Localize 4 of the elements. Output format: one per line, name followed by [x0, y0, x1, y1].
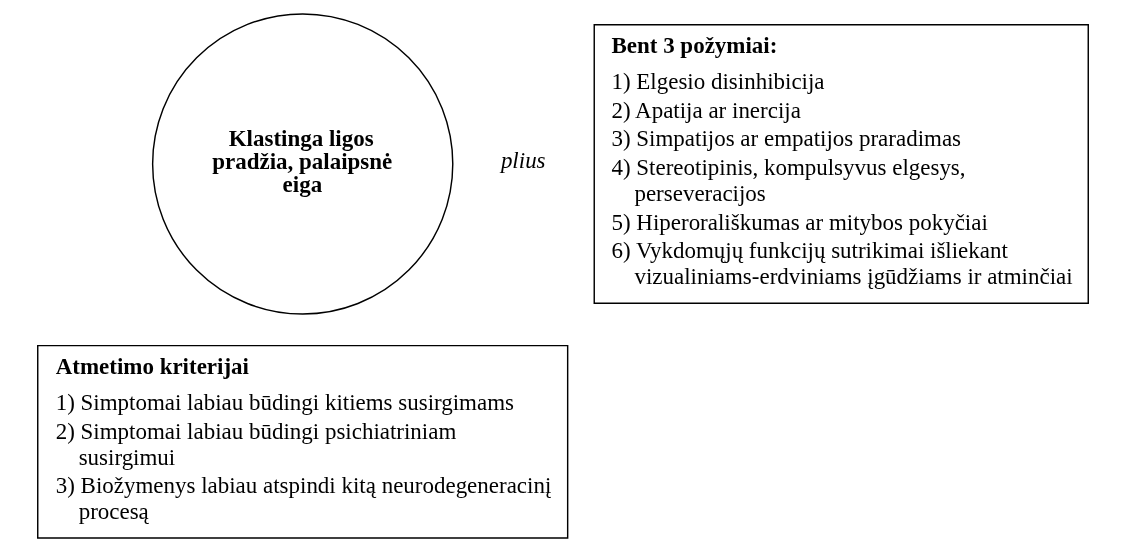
node-box: Atmetimo kriterijai 1) Simptomai labiau būdingi kitiems susirgimams 2) Simptomai labiau būdingi psichiatriniam susirgimui 3) Biožymenys labiau atspindi kitą neurodegeneracinį procesą — [36, 344, 568, 539]
node-box: Bent 3 požymiai: 1) Elgesio disinhibicija 2) Apatija ar inercija 3) Simpatijos ar empatijos praradimas 4) Stereotipinis, kompulsyvus elgesys, perseveracijos 5) Hiperorališkumas ar mitybos pokyčiai 6) Vykdomųjų funkcijų sutrikimai išliekant vizualiniams-erdviniams įgūdžiams ir atminčiai — [593, 23, 1089, 304]
label: plius — [500, 148, 546, 173]
node-circle: Klastinga ligos pradžia, palaipsnė eiga — [151, 13, 453, 315]
